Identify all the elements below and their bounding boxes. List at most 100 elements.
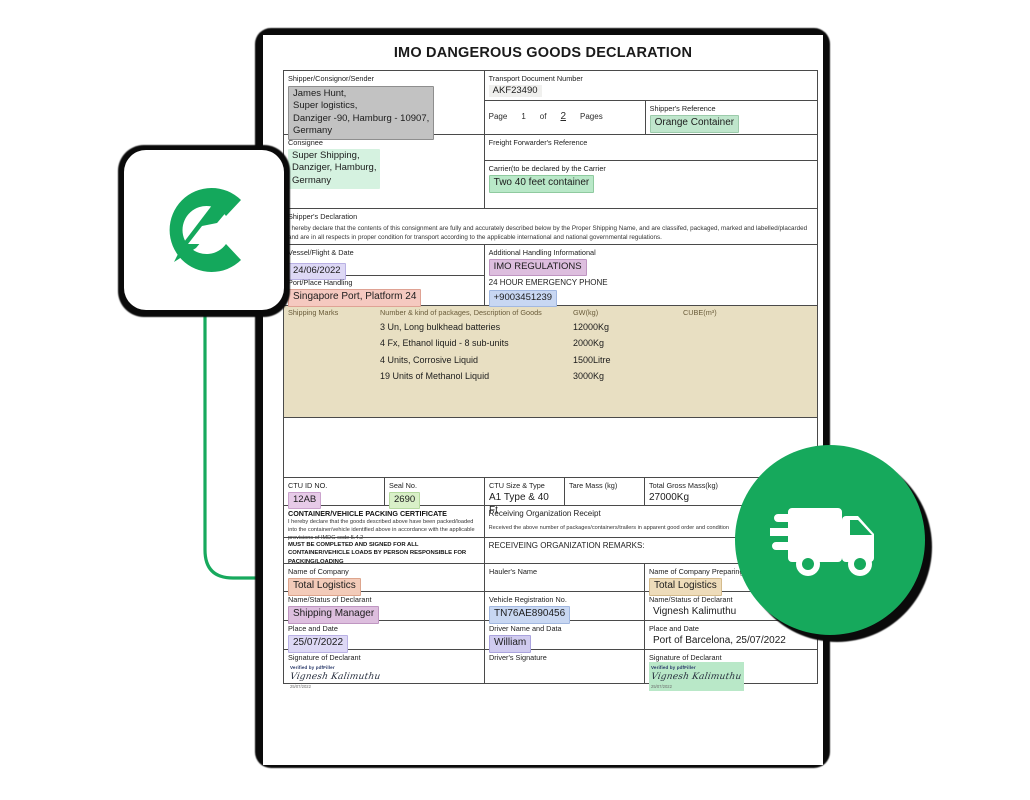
imo-declaration-document: IMO DANGEROUS GOODS DECLARATION Shipper/… (263, 35, 823, 765)
signature-name-left: Vignesh Kalimuthu (289, 671, 382, 682)
seal-no-label: Seal No. (389, 481, 417, 490)
signature-name-right: Vignesh Kalimuthu (650, 671, 743, 682)
signature-verified-left: Verified by pdfFiller (290, 665, 335, 671)
receiving-remarks-label: RECEIVEING ORGANIZATION REMARKS: (488, 541, 645, 550)
form-row-packing-certificate: CONTAINER/VEHICLE PACKING CERTIFICATE I … (284, 506, 817, 541)
goods-header-gw: GW(kg) (573, 308, 599, 317)
shipper-cell: Shipper/Consignor/Sender James Hunt, Sup… (284, 71, 484, 141)
name-of-company-value[interactable]: Total Logistics (288, 578, 361, 596)
signature-declarant-left-cell: Signature of Declarant Verified by pdfFi… (284, 650, 484, 689)
receiving-receipt-title: Receiving Organization Receipt (488, 509, 601, 518)
seal-no-value[interactable]: 2690 (389, 492, 421, 509)
emergency-phone-value[interactable]: +9003451239 (488, 290, 558, 307)
company-preparing-note-cell: Name of Company Preparing Note Total Log… (644, 564, 817, 596)
total-gross-mass-label: Total Gross Mass(kg) (649, 481, 718, 490)
receiving-receipt-cell: Receiving Organization Receipt Received … (483, 506, 817, 537)
tare-mass-label: Tare Mass (kg) (569, 481, 618, 490)
form-row-signatures: Signature of Declarant Verified by pdfFi… (284, 650, 817, 692)
declarant-right-cell: Name/Status of Declarant Vignesh Kalimut… (644, 592, 817, 620)
goods-header-cube: CUBE(m³) (683, 308, 717, 317)
goods-description: 4 Units, Corrosive Liquid (380, 354, 479, 365)
driver-name-data-value[interactable]: William (489, 635, 532, 653)
goods-row: 4 Units, Corrosive Liquid 1500Litre (288, 355, 813, 366)
carrier-block: Freight Forwarder's Reference Carrier(to… (483, 135, 817, 208)
packing-certificate-text: I hereby declare that the goods describe… (288, 519, 475, 542)
declarant-left-label: Name/Status of Declarant (288, 595, 372, 604)
additional-handling-label: Additional Handling Informational (488, 248, 596, 257)
additional-handling-value[interactable]: IMO REGULATIONS (488, 259, 587, 276)
signature-verified-right: Verified by pdfFiller (651, 665, 696, 671)
ctu-id-label: CTU ID NO. (288, 481, 328, 490)
goods-gw: 1500Litre (573, 354, 611, 365)
consignee-value[interactable]: Super Shipping, Danziger, Hamburg, Germa… (288, 149, 381, 190)
form-row-place-date: Place and Date 25/07/2022 Driver Name an… (284, 621, 817, 653)
ctu-size-type-value[interactable]: A1 Type & 40 Ft (489, 492, 549, 516)
declarant-right-value[interactable]: Vignesh Kalimuthu (653, 606, 737, 618)
goods-description: 3 Un, Long bulkhead batteries (380, 322, 501, 333)
form-row-blank (284, 418, 817, 478)
drivers-signature-cell: Driver's Signature (484, 650, 644, 683)
tare-mass-cell: Tare Mass (kg) (564, 478, 644, 505)
shippers-reference-value[interactable]: Orange Container (649, 115, 740, 133)
port-place-handling-value[interactable]: Singapore Port, Platform 24 (288, 289, 422, 307)
carrier-value[interactable]: Two 40 feet container (488, 175, 595, 193)
delivery-truck-badge (735, 445, 925, 635)
page-number[interactable]: 1 (521, 112, 526, 121)
handling-emergency-block: Additional Handling Informational IMO RE… (483, 245, 817, 307)
place-date-right-label: Place and Date (649, 624, 699, 633)
declarant-right-label: Name/Status of Declarant (649, 595, 733, 604)
transport-block: Transport Document Number AKF23490 Page … (483, 71, 817, 134)
goods-header-description: Number & kind of packages, Description o… (380, 308, 542, 317)
place-date-right-cell: Place and Date Port of Barcelona, 25/07/… (644, 621, 817, 649)
name-of-company-cell: Name of Company Total Logistics (284, 564, 484, 596)
place-date-right-value[interactable]: Port of Barcelona, 25/07/2022 (653, 635, 786, 647)
vessel-port-block: Vessel/Flight & Date 24/06/2022 Port/Pla… (284, 245, 484, 307)
drivers-signature-label: Driver's Signature (489, 653, 547, 662)
page-label: Page (488, 112, 508, 121)
declaration-form: Shipper/Consignor/Sender James Hunt, Sup… (283, 70, 818, 692)
declarant-left-value[interactable]: Shipping Manager (288, 606, 380, 624)
goods-gw: 3000Kg (573, 370, 605, 381)
port-place-handling-label: Port/Place Handling (288, 278, 353, 287)
shipper-value[interactable]: James Hunt, Super logistics, Danziger -9… (288, 86, 435, 141)
signature-declarant-right-cell: Signature of Declarant Verified by pdfFi… (644, 650, 817, 692)
goods-rows: 3 Un, Long bulkhead batteries 12000Kg 4 … (288, 322, 813, 382)
ctu-id-value[interactable]: 12AB (288, 492, 322, 509)
shippers-reference-label: Shipper's Reference (649, 104, 716, 113)
signature-block-left[interactable]: Verified by pdfFiller Vignesh Kalimuthu … (288, 662, 383, 691)
emergency-phone-label: 24 HOUR EMERGENCY PHONE (488, 278, 608, 287)
vessel-flight-date-label: Vessel/Flight & Date (288, 248, 354, 257)
packing-certificate-cell: CONTAINER/VEHICLE PACKING CERTIFICATE I … (284, 506, 484, 541)
shippers-reference-cell: Shipper's Reference Orange Container (644, 101, 817, 134)
place-date-left-label: Place and Date (288, 624, 338, 633)
signature-declarant-right-label: Signature of Declarant (649, 653, 722, 662)
shippers-declaration-label: Shipper's Declaration (288, 212, 358, 221)
form-row-ctu: CTU ID NO. 12AB Seal No. 2690 CTU Size &… (284, 478, 817, 516)
place-date-left-value[interactable]: 25/07/2022 (288, 635, 349, 653)
ctu-size-type-cell: CTU Size & Type A1 Type & 40 Ft (484, 478, 564, 516)
driver-name-data-cell: Driver Name and Data William (484, 621, 644, 653)
goods-row: 4 Fx, Ethanol liquid - 8 sub-units 2000K… (288, 338, 813, 349)
total-pages[interactable]: 2 (560, 110, 567, 122)
signature-date-right: 25/07/2022 (651, 684, 672, 690)
haulers-name-cell: Hauler's Name (484, 564, 644, 591)
form-row-shipper: Shipper/Consignor/Sender James Hunt, Sup… (284, 71, 817, 141)
driver-name-data-label: Driver Name and Data (489, 624, 562, 633)
declarant-left-cell: Name/Status of Declarant Shipping Manage… (284, 592, 484, 624)
form-row-notice: MUST BE COMPLETED AND SIGNED FOR ALL CON… (284, 538, 817, 565)
freight-forwarders-reference-label: Freight Forwarder's Reference (488, 138, 588, 147)
goods-description: 19 Units of Methanol Liquid (380, 370, 490, 381)
page-count-cell: Page 1 of 2 Pages (485, 101, 645, 134)
vessel-flight-date-value[interactable]: 24/06/2022 (288, 263, 346, 280)
signature-block-right[interactable]: Verified by pdfFiller Vignesh Kalimuthu … (649, 662, 745, 692)
company-preparing-note-value[interactable]: Total Logistics (649, 578, 722, 596)
ctu-size-type-label: CTU Size & Type (489, 481, 545, 490)
shipper-label: Shipper/Consignor/Sender (288, 74, 374, 83)
goods-header-shipping-marks: Shipping Marks (288, 308, 339, 317)
packing-certificate-title: CONTAINER/VEHICLE PACKING CERTIFICATE (288, 509, 447, 518)
vehicle-registration-value[interactable]: TN76AE890456 (489, 606, 571, 624)
delivery-truck-icon (770, 508, 874, 576)
total-gross-mass-value[interactable]: 27000Kg (649, 492, 690, 504)
shippers-declaration-text: I hereby declare that the contents of th… (288, 225, 808, 242)
transport-document-number-value[interactable]: AKF23490 (488, 85, 542, 97)
